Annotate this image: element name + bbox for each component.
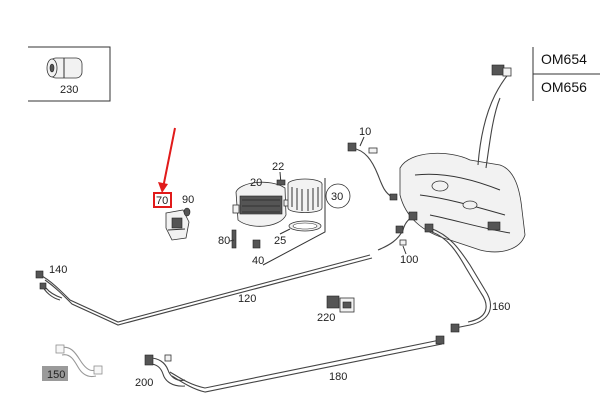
callout-90: 90 [182,194,194,206]
callout-140: 140 [49,264,67,276]
part-100-line[interactable] [377,211,418,251]
part-200-hose[interactable] [144,354,186,387]
callout-25: 25 [274,235,286,247]
callout-120: 120 [238,293,256,305]
part-230-clip[interactable] [46,57,83,79]
callout-230: 230 [60,84,78,96]
callout-10: 10 [359,126,371,138]
engine-code-om656[interactable]: OM656 [541,79,587,95]
filler-neck[interactable] [477,64,512,169]
callout-70: 70 [156,195,168,207]
highlight-arrow-head [158,182,168,193]
callout-100: 100 [400,254,418,266]
part-160-line[interactable] [424,223,491,333]
fuel-filter-housing-20[interactable] [232,181,293,227]
callout-150-box [42,366,68,381]
callout-150: 150 [47,369,65,381]
part-25-seal[interactable] [288,220,322,232]
part-10-hose[interactable] [347,142,398,201]
callout-40: 40 [252,255,264,267]
part-22-vent[interactable] [276,179,286,186]
part-40-drain[interactable] [252,239,261,249]
highlight-box-70 [153,192,172,208]
callout-220: 220 [317,312,335,324]
callout-20: 20 [250,177,262,189]
part-80-screw[interactable] [231,229,237,249]
group-bracket-30 [262,178,326,266]
callout-180: 180 [329,371,347,383]
part-90-clip[interactable] [183,207,191,217]
part-150-hose[interactable] [55,344,103,378]
part-120-line[interactable] [35,254,373,326]
callout-30: 30 [331,191,343,203]
part-180-line[interactable] [169,335,445,393]
highlight-arrow-line [162,127,176,189]
part-220-bracket[interactable] [326,295,355,313]
part-140-hose[interactable] [39,282,63,301]
engine-code-om654[interactable]: OM654 [541,51,587,67]
part-70-sensor[interactable] [165,209,190,241]
callout-200: 200 [135,377,153,389]
callout-22: 22 [272,161,284,173]
fuel-tank[interactable] [399,152,526,253]
inset-230: 230 [28,46,111,102]
callout-160: 160 [492,301,510,313]
inset-frame [28,46,111,102]
filter-element-30[interactable] [287,178,323,213]
callout-80: 80 [218,235,230,247]
engine-codes: OM654 OM656 [532,47,600,101]
callout-30-circle [325,183,351,209]
